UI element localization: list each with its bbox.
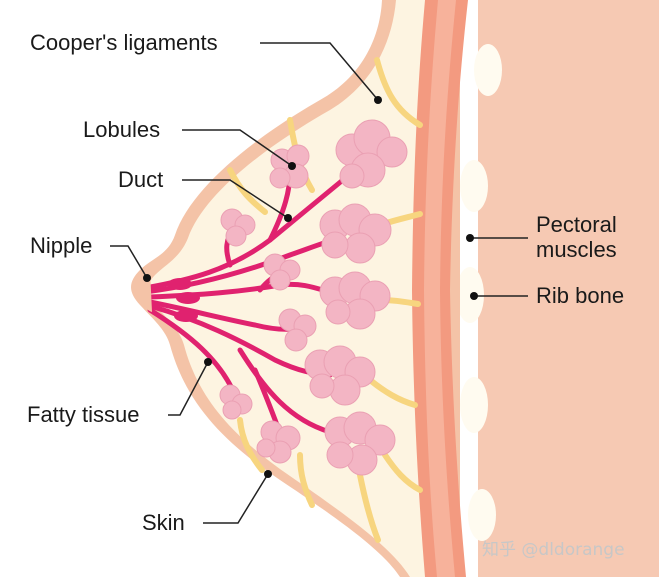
dot-nipple (143, 274, 151, 282)
watermark: 知乎 @dldorange (482, 540, 625, 560)
leader-lobules (182, 129, 293, 167)
label-fatty-tissue: Fatty tissue (27, 402, 140, 427)
rib-region (478, 0, 659, 577)
ligament (374, 57, 423, 128)
leader-dots (143, 96, 478, 478)
lobule (335, 119, 408, 189)
dot-fatty-tissue (204, 358, 212, 366)
rib-bone (474, 44, 502, 96)
rib-bone (456, 267, 484, 323)
leader-coopers-ligaments (260, 42, 379, 101)
ligament (237, 417, 265, 473)
label-skin: Skin (142, 510, 185, 535)
dot-duct (284, 214, 292, 222)
lobule (324, 411, 396, 476)
rib-bone (460, 377, 488, 433)
lobule (263, 253, 301, 291)
label-coopers-ligaments: Cooper's ligaments (30, 30, 218, 55)
leader-nipple (110, 245, 148, 279)
label-rib-bone: Rib bone (536, 283, 625, 308)
label-pectoral-muscles-line2: muscles (536, 237, 617, 262)
rib-bone (468, 489, 496, 541)
leader-lines (110, 42, 528, 524)
ligament (297, 452, 315, 508)
ampulla (174, 310, 198, 322)
lobule (319, 203, 392, 264)
ampulla (176, 292, 200, 304)
lobule (278, 308, 317, 352)
duct-ampullae (168, 278, 200, 322)
leader-fatty-tissue (168, 361, 209, 416)
ampulla (168, 278, 192, 290)
dot-skin (264, 470, 272, 478)
lobule (319, 271, 391, 330)
rib-bone (460, 160, 488, 212)
ligament (367, 377, 418, 408)
dot-coopers-ligaments (374, 96, 382, 104)
rib-bones (456, 44, 502, 541)
lobule (304, 345, 376, 406)
dot-pectoral-muscles (466, 234, 474, 242)
dot-lobules (288, 162, 296, 170)
leader-skin (203, 473, 269, 524)
label-pectoral-muscles-line1: Pectoral (536, 212, 617, 237)
ligament (227, 167, 268, 215)
ligament (382, 452, 423, 493)
lobule (220, 208, 256, 247)
ligament (357, 472, 381, 543)
dot-rib-bone (470, 292, 478, 300)
label-lobules: Lobules (83, 117, 161, 142)
lobules (219, 119, 408, 476)
label-nipple: Nipple (30, 233, 93, 258)
lobule (256, 420, 301, 464)
label-duct: Duct (118, 167, 164, 192)
duct (237, 347, 333, 435)
leader-duct (182, 179, 289, 219)
pectoral-muscle-highlight (424, 0, 456, 577)
duct (147, 307, 238, 398)
lobule (219, 384, 253, 420)
